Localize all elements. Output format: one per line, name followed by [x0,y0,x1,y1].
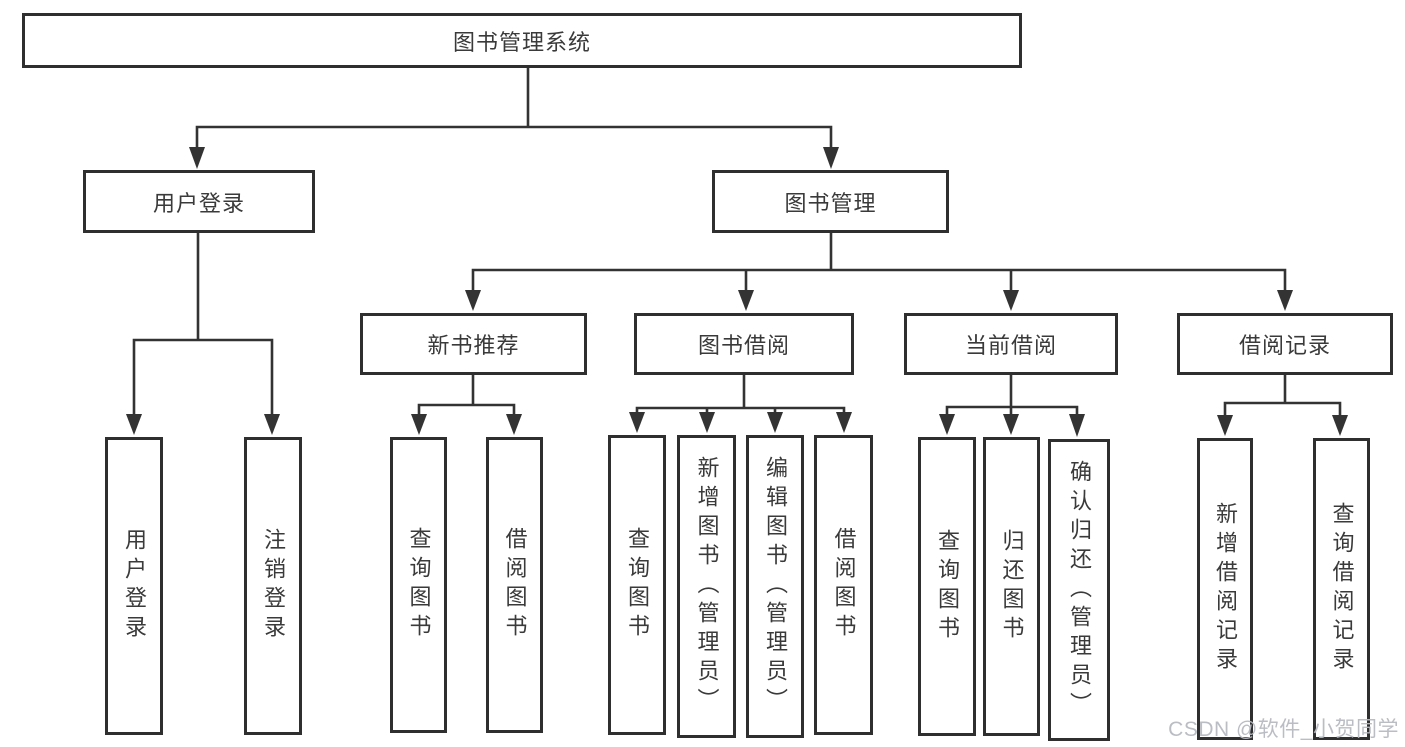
leaf-return-books: 归还图书 [983,437,1040,736]
arrowhead [836,412,852,433]
leaf-logout: 注销登录 [244,437,302,735]
arrowhead [939,414,955,435]
connector-new-book-children [417,374,516,417]
leaf-label: 借阅图书 [831,527,857,643]
leaf-add-borrow-record: 新增借阅记录 [1197,438,1253,740]
node-user-login: 用户登录 [83,170,315,233]
connector-user-login-children [132,231,274,417]
arrowheads-user-login-children [126,414,280,435]
node-current-borrowing: 当前借阅 [904,313,1118,375]
leaf-label: 归还图书 [999,528,1025,645]
arrowhead [264,414,280,435]
arrowheads-new-book-children [411,414,522,435]
arrowhead [823,147,839,169]
leaf-label: 新增图书（管理员） [694,456,720,717]
leaf-label: 新增借阅记录 [1213,502,1238,676]
connector-current-borrowing-children [945,374,1079,416]
leaf-label: 借阅图书 [502,527,528,643]
node-new-book-recommendation: 新书推荐 [360,313,587,375]
arrowhead [506,414,522,435]
arrowheads-level2 [189,147,839,169]
arrowheads-level3 [465,290,1293,311]
leaf-label: 注销登录 [261,528,286,644]
leaf-query-books-2: 查询图书 [608,435,666,735]
arrowheads-book-borrowing-children [629,412,852,433]
leaf-label: 查询图书 [935,528,960,645]
leaf-borrow-books-2: 借阅图书 [814,435,873,735]
arrowhead [1277,290,1293,311]
csdn-watermark: CSDN @软件_小贺同学 [1168,718,1399,741]
node-book-borrowing: 图书借阅 [634,313,854,375]
leaf-label: 用户登录 [122,528,147,644]
arrowhead [189,147,205,169]
leaf-query-books-1: 查询图书 [390,437,447,733]
connector-book-borrowing-children [635,374,846,414]
leaf-user-login: 用户登录 [105,437,163,735]
arrowhead [1069,414,1085,437]
leaf-borrow-books-1: 借阅图书 [486,437,543,733]
leaf-query-books-3: 查询图书 [918,437,976,736]
arrowhead [1003,414,1019,435]
arrowhead [699,412,715,433]
leaf-label: 查询借阅记录 [1329,502,1355,676]
arrowhead [738,290,754,311]
arrowhead [1217,415,1233,436]
leaf-label: 确认归还（管理员） [1067,459,1092,721]
leaf-query-borrow-record: 查询借阅记录 [1313,438,1370,740]
leaf-edit-book-admin: 编辑图书（管理员） [746,435,804,738]
node-book-management: 图书管理 [712,170,949,233]
arrowhead [629,412,645,433]
arrowheads-borrow-records-children [1217,415,1348,436]
node-library-management-system: 图书管理系统 [22,13,1022,68]
connector-borrow-records-children [1223,374,1342,417]
leaf-add-book-admin: 新增图书（管理员） [677,435,736,738]
connector-book-management-children [471,231,1287,293]
arrowheads-current-borrowing-children [939,414,1085,437]
arrowhead [1332,415,1348,436]
node-borrowing-records: 借阅记录 [1177,313,1393,375]
leaf-label: 查询图书 [625,527,650,643]
arrowhead [767,412,783,433]
arrowhead [126,414,142,435]
leaf-label: 编辑图书（管理员） [763,456,788,717]
arrowhead [411,414,427,435]
arrowhead [465,290,481,311]
leaf-confirm-return-admin: 确认归还（管理员） [1048,439,1110,741]
arrowhead [1003,290,1019,311]
connector-root-to-level2 [195,67,833,151]
leaf-label: 查询图书 [406,527,432,643]
